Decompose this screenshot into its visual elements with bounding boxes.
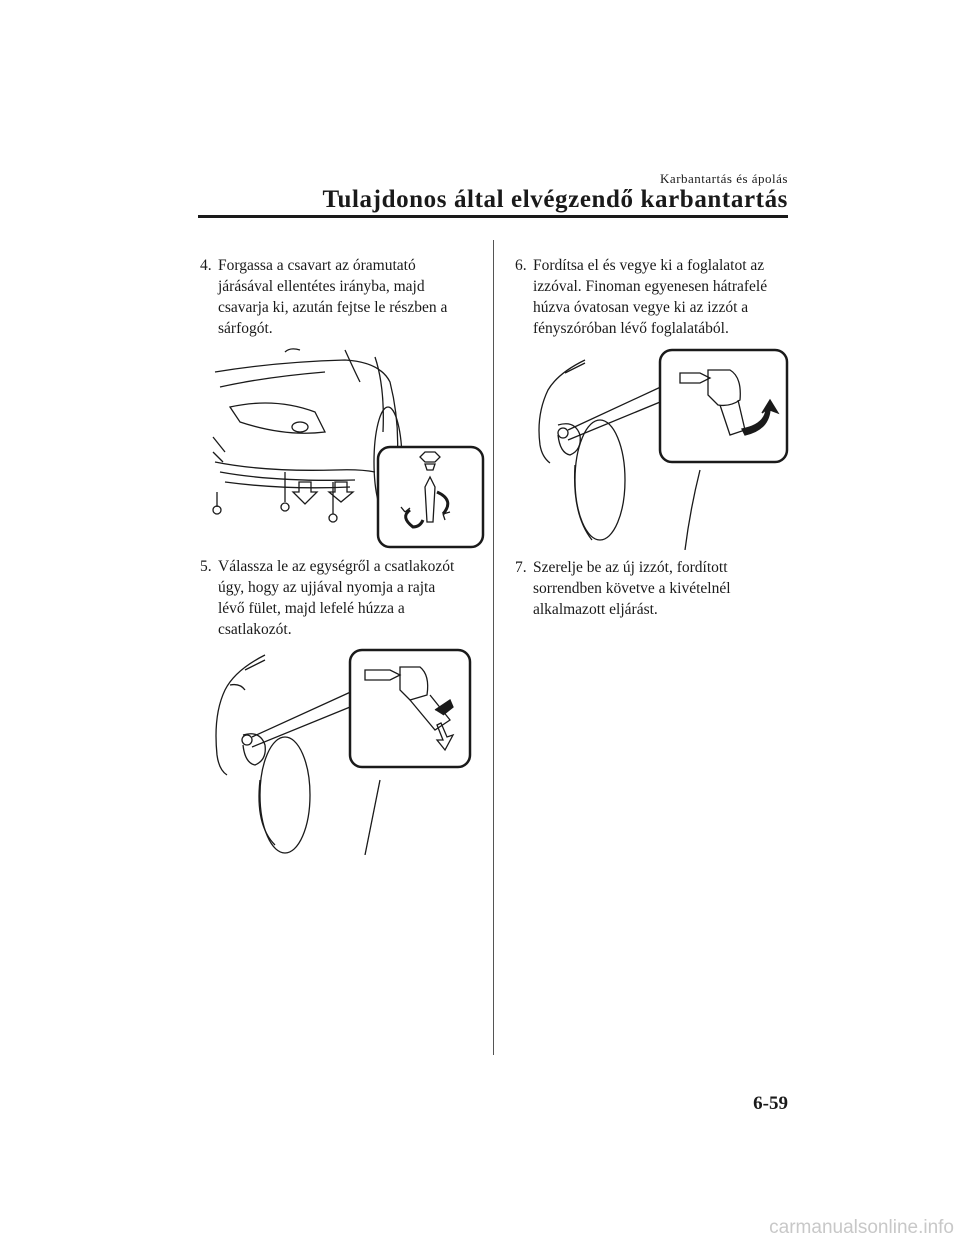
page-title: Tulajdonos által elvégzendő karbantartás (322, 186, 788, 213)
step-line: Fordítsa el és vegye ki a foglalatot az (533, 257, 765, 274)
step-number: 5. (200, 558, 212, 575)
step-4: 4. Forgassa a csavart az óramutató járás… (200, 255, 447, 339)
step-line: húzva óvatosan vegye ki az izzót a (533, 299, 749, 316)
splash-shield-illustration (212, 348, 485, 549)
step-line: sárfogót. (218, 320, 273, 337)
bulb-socket-illustration (538, 348, 789, 550)
header-rule (198, 215, 788, 218)
connector-removal-illustration (215, 648, 472, 855)
step-line: lévő fület, majd lefelé húzza a (218, 600, 405, 617)
step-line: Forgassa a csavart az óramutató (218, 257, 416, 274)
step-line: járásával ellentétes irányba, majd (218, 278, 425, 295)
step-number: 7. (515, 559, 527, 576)
step-5: 5. Válassza le az egységről a csatlakozó… (200, 556, 454, 640)
step-line: úgy, hogy az ujjával nyomja a rajta (218, 579, 436, 596)
step-number: 6. (515, 257, 527, 274)
watermark: carmanualsonline.info (769, 1217, 954, 1238)
step-line: izzóval. Finoman egyenesen hátrafelé (533, 278, 768, 295)
step-line: Szerelje be az új izzót, fordított (533, 559, 728, 576)
page-number: 6-59 (753, 1093, 788, 1114)
step-number: 4. (200, 257, 212, 274)
step-line: alkalmazott eljárást. (533, 601, 658, 618)
step-6: 6. Fordítsa el és vegye ki a foglalatot … (515, 255, 767, 339)
step-line: csatlakozót. (218, 621, 292, 638)
column-divider (493, 240, 494, 1055)
step-line: sorrendben követve a kivételnél (533, 580, 731, 597)
step-7: 7. Szerelje be az új izzót, fordított so… (515, 557, 731, 620)
step-line: fényszóróban lévő foglalatából. (533, 320, 729, 337)
step-line: Válassza le az egységről a csatlakozót (218, 558, 455, 575)
section-header: Karbantartás és ápolás (660, 171, 788, 186)
step-line: csavarja ki, azután fejtse le részben a (218, 299, 448, 316)
